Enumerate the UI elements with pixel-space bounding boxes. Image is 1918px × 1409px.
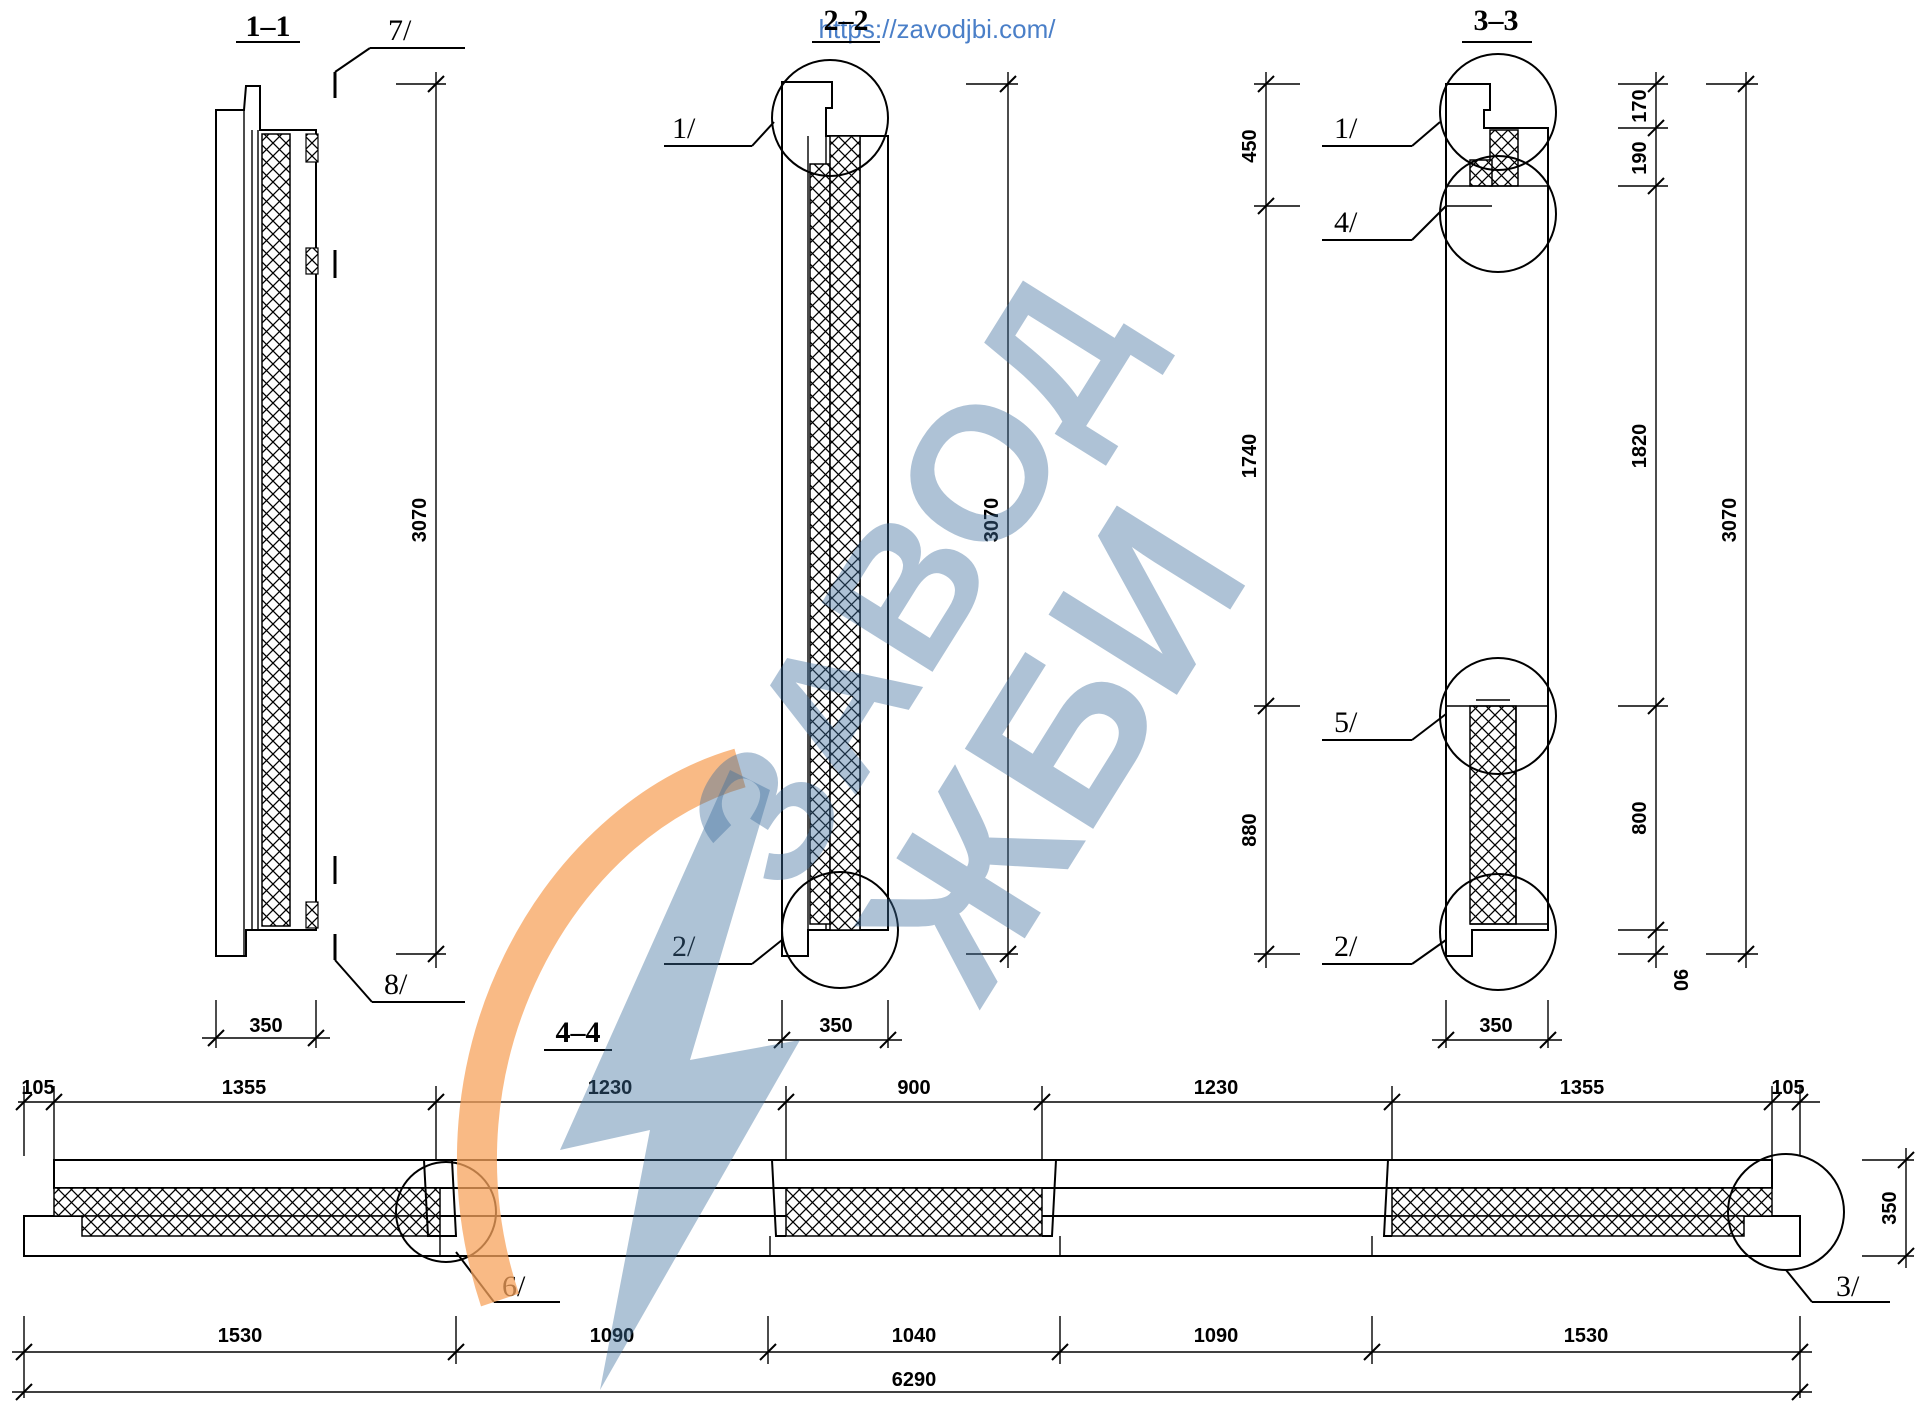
insulation-plan-right: [1391, 1187, 1773, 1217]
watermark-arc: [457, 748, 746, 1307]
insulation-plan-left: [53, 1187, 441, 1217]
dim-plan-bottom-1530-right: 1530: [1564, 1325, 1609, 1347]
dim-3-3-height: 3070: [1719, 498, 1741, 543]
section-title-2-2: 2–2: [824, 4, 869, 37]
dim-plan-top-105-left: 105: [21, 1077, 54, 1099]
dim-plan-thickness: 350: [1879, 1191, 1901, 1224]
section-title-3-3: 3–3: [1474, 4, 1519, 37]
dim-3-3-left-880: 880: [1239, 813, 1261, 846]
dim-plan-bottom-1040: 1040: [892, 1325, 937, 1347]
callout-2-2-2: 2/: [672, 930, 696, 963]
dim-2-2-width: 350: [819, 1015, 852, 1037]
dim-plan-top-1355-left: 1355: [222, 1077, 267, 1099]
dim-2-2-height: 3070: [981, 498, 1003, 543]
section-2-2: 2–2 1/ 2/ 3070 350: [664, 4, 1018, 1049]
dim-1-1-width: 350: [249, 1015, 282, 1037]
insulation-3-3-bottom: [1469, 705, 1517, 925]
dim-plan-bottom-1090-right: 1090: [1194, 1325, 1239, 1347]
dim-plan-top-105-right: 105: [1771, 1077, 1804, 1099]
section-4-4: 4–4 105 1355 1230 900 1230 1355 105: [12, 1016, 1915, 1401]
section-title-1-1: 1–1: [246, 10, 291, 43]
dim-plan-top-900: 900: [897, 1077, 930, 1099]
dim-3-3-right-1820: 1820: [1629, 424, 1651, 469]
site-url[interactable]: https://zavodjbi.com/: [819, 14, 1057, 44]
dim-3-3-width: 350: [1479, 1015, 1512, 1037]
insulation-plan-middle: [785, 1187, 1043, 1237]
dim-3-3-right-190: 190: [1629, 141, 1651, 174]
section-3-3: 3–3 1/ 4/ 5/ 2/: [1239, 4, 1758, 1049]
section-1-1: 1–1 7/ 8/ 3070 350: [202, 10, 465, 1048]
dim-3-3-left-450: 450: [1239, 129, 1261, 162]
dim-3-3-right-170: 170: [1629, 89, 1651, 122]
callout-3-3-4: 4/: [1334, 206, 1358, 239]
section-title-4-4: 4–4: [556, 1016, 601, 1049]
insulation-2-2b: [829, 135, 861, 931]
callout-3-3-1: 1/: [1334, 112, 1358, 145]
callout-2-2-1: 1/: [672, 112, 696, 145]
dim-plan-bottom-1090-left: 1090: [590, 1325, 635, 1347]
dim-plan-total: 6290: [892, 1369, 937, 1391]
dim-plan-top-1230-right: 1230: [1194, 1077, 1239, 1099]
dim-3-3-left-1740: 1740: [1239, 434, 1261, 479]
watermark-bolt: [560, 770, 800, 1390]
dim-plan-bottom-1530-left: 1530: [218, 1325, 263, 1347]
callout-plan-3: 3/: [1836, 1270, 1860, 1303]
dim-plan-top-1230-left: 1230: [588, 1077, 633, 1099]
dim-1-1-height: 3070: [409, 498, 431, 543]
dim-plan-top-1355-right: 1355: [1560, 1077, 1605, 1099]
dim-3-3-right-90: 90: [1669, 969, 1691, 991]
callout-3-3-2: 2/: [1334, 930, 1358, 963]
callout-7: 7/: [388, 14, 412, 47]
callout-8: 8/: [384, 968, 408, 1001]
insulation-1-1: [261, 133, 291, 927]
dim-3-3-right-800: 800: [1629, 801, 1651, 834]
callout-3-3-5: 5/: [1334, 706, 1358, 739]
